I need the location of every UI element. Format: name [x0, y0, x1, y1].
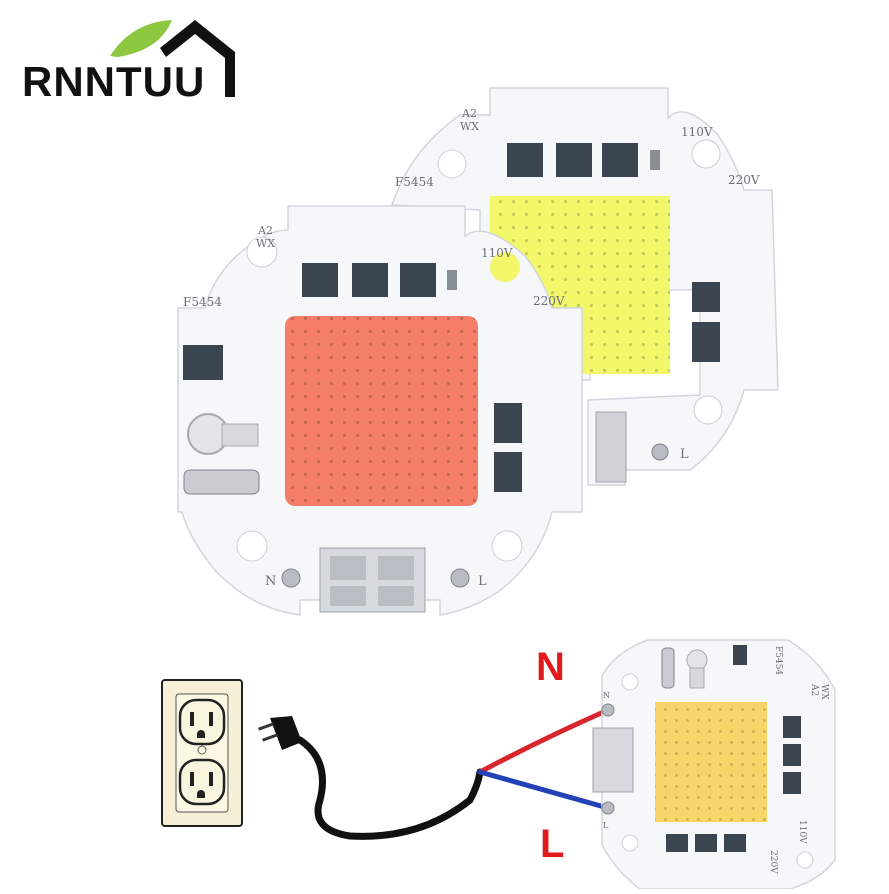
back-voltage-220: 220V [728, 173, 760, 187]
small-voltage-110: 110V [797, 820, 807, 844]
small-part-number: F5454 [773, 646, 783, 675]
back-maker-line2: WX [460, 120, 479, 133]
front-maker-line1: A2 [257, 224, 273, 237]
back-voltage-110: 110V [681, 125, 713, 139]
small-terminal-l: L [603, 821, 609, 830]
front-maker-line2: WX [256, 237, 275, 250]
front-led-board: A2 WX F5454 110V 220V N L [177, 205, 583, 616]
front-voltage-110: 110V [481, 246, 513, 260]
back-maker-line1: A2 [461, 107, 477, 120]
small-maker-line1: A2 [809, 683, 819, 696]
power-cord [258, 707, 611, 840]
back-part-number: F5454 [395, 175, 434, 189]
front-part-number: F5454 [183, 295, 222, 309]
logo-house-icon [160, 20, 235, 97]
back-terminal-l: L [680, 447, 689, 462]
brand-logo [110, 20, 235, 97]
small-maker-line2: WX [819, 684, 829, 700]
front-terminal-n: N [265, 574, 276, 589]
small-terminal-n: N [603, 691, 610, 700]
small-led-board: A2 WX F5454 110V 220V N L [592, 639, 836, 890]
front-terminal-l: L [478, 574, 487, 589]
small-voltage-220: 220V [768, 850, 778, 874]
front-voltage-220: 220V [533, 294, 565, 308]
live-wire-label: L [540, 822, 565, 866]
brand-name: RNNTUU [22, 58, 206, 105]
wall-outlet [161, 679, 243, 827]
neutral-wire-label: N [536, 645, 565, 689]
logo-leaf-icon [110, 20, 172, 57]
